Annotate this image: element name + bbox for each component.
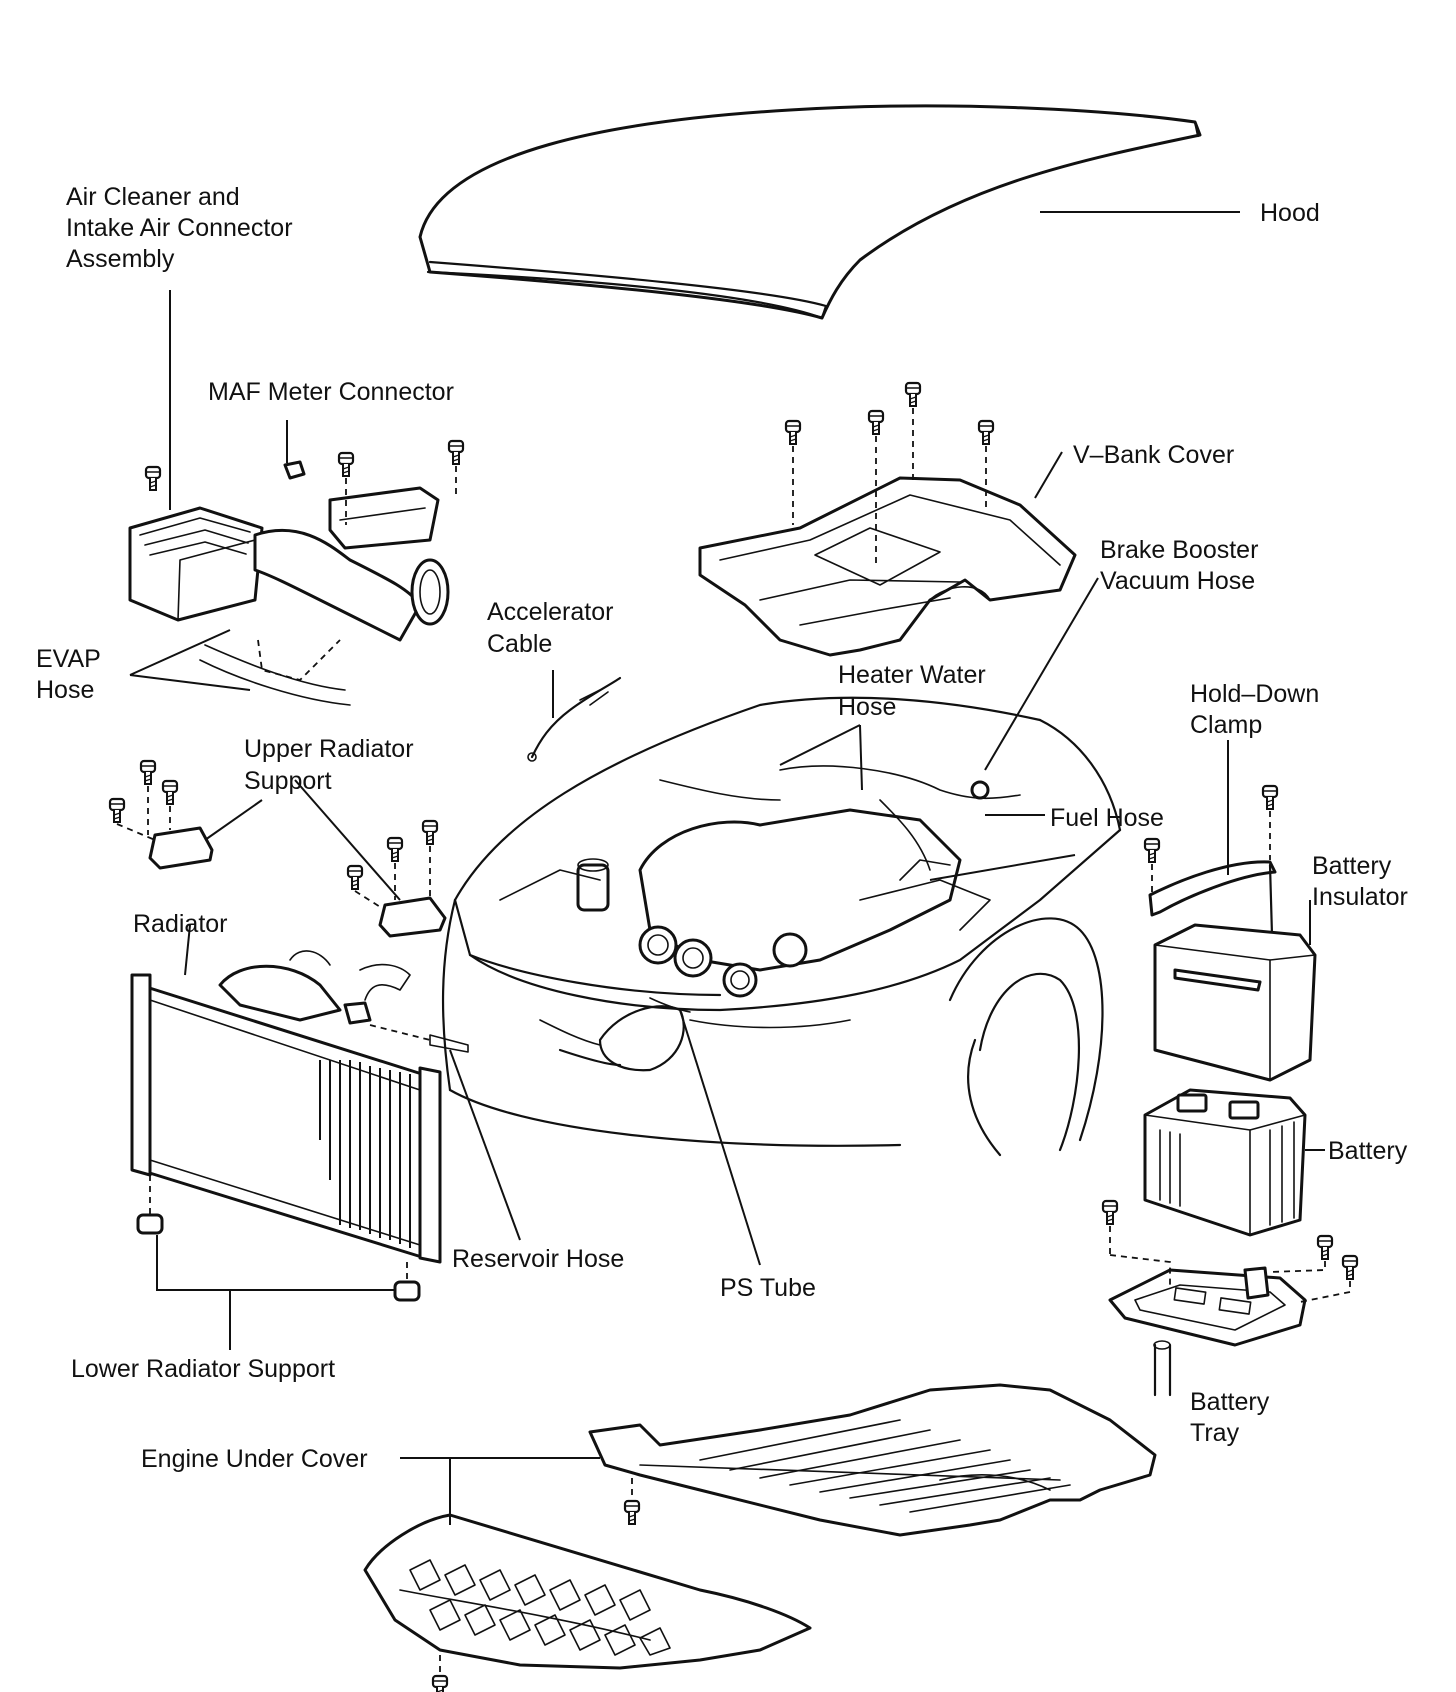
bolt-icon xyxy=(1101,1199,1119,1226)
label-brake-booster-line2: Vacuum Hose xyxy=(1100,567,1255,595)
label-hood: Hood xyxy=(1260,199,1320,227)
bolt-icon xyxy=(784,419,802,446)
battery-tray-part xyxy=(1108,1266,1307,1397)
fuel-hose-leader-2 xyxy=(929,854,1076,881)
air-cleaner-assembly-part xyxy=(128,460,450,706)
label-engine-under-cover: Engine Under Cover xyxy=(141,1445,368,1473)
engine-under-cover-rear-part xyxy=(588,1383,1157,1537)
label-heater-water-line2: Hose xyxy=(838,693,896,721)
upper-support-leader-2 xyxy=(294,779,401,901)
bolt-icon xyxy=(1341,1254,1359,1281)
heater-hose-leader-1 xyxy=(779,724,861,766)
radiator-part xyxy=(130,950,442,1264)
label-ps-tube: PS Tube xyxy=(720,1274,816,1302)
label-upper-radiator-line2: Support xyxy=(244,767,332,795)
label-hold-down-line1: Hold–Down xyxy=(1190,680,1319,708)
label-fuel-hose: Fuel Hose xyxy=(1050,804,1164,832)
label-battery-tray-line1: Battery xyxy=(1190,1388,1270,1416)
bolt-icon xyxy=(1143,837,1161,864)
v-bank-cover-part xyxy=(698,476,1077,657)
ps-tube-leader xyxy=(679,1009,761,1266)
label-accelerator-line2: Cable xyxy=(487,630,552,658)
evap-leader-top xyxy=(129,629,231,676)
reservoir-hose-leader xyxy=(449,1049,521,1241)
bolt-icon xyxy=(904,381,922,408)
v-bank-leader xyxy=(1034,451,1063,499)
accelerator-cable-part xyxy=(527,676,622,762)
label-battery-tray-line2: Tray xyxy=(1190,1419,1240,1447)
bolt-icon xyxy=(346,864,364,891)
bolt-icon xyxy=(139,759,157,786)
evap-leader-bottom xyxy=(129,674,251,691)
label-heater-water-line1: Heater Water xyxy=(838,661,986,689)
bolt-icon xyxy=(977,419,995,446)
bolt-icon xyxy=(1316,1234,1334,1261)
label-air-cleaner-line1: Air Cleaner and xyxy=(66,183,240,211)
upper-radiator-support-part xyxy=(148,826,447,938)
label-air-cleaner-line3: Assembly xyxy=(66,245,175,273)
label-accelerator-line1: Accelerator xyxy=(487,598,613,626)
label-maf-meter-connector: MAF Meter Connector xyxy=(208,378,454,406)
label-evap-line1: EVAP xyxy=(36,645,101,673)
lower-support-leader xyxy=(156,1235,395,1291)
label-reservoir-hose: Reservoir Hose xyxy=(452,1245,624,1273)
bolt-icon xyxy=(867,409,885,436)
label-upper-radiator-line1: Upper Radiator xyxy=(244,735,414,763)
bolt-icon xyxy=(108,797,126,824)
label-battery: Battery xyxy=(1328,1137,1408,1165)
label-battery-insulator-line2: Insulator xyxy=(1312,883,1408,911)
bolt-icon xyxy=(386,836,404,863)
bolt-icon xyxy=(337,451,355,478)
label-battery-insulator-line1: Battery xyxy=(1312,852,1392,880)
label-air-cleaner-line2: Intake Air Connector xyxy=(66,214,293,242)
engine-under-cover-front-part xyxy=(363,1513,812,1670)
hood-part xyxy=(418,104,1202,320)
bolt-icon xyxy=(1261,784,1279,811)
radiator-leader xyxy=(184,924,191,976)
battery-part xyxy=(1143,1088,1307,1237)
label-v-bank-cover: V–Bank Cover xyxy=(1073,441,1234,469)
battery-insulator-part xyxy=(1153,923,1317,1082)
label-radiator: Radiator xyxy=(133,910,228,938)
bolt-icon xyxy=(431,1674,449,1692)
label-lower-radiator-support: Lower Radiator Support xyxy=(71,1355,335,1383)
bolt-icon xyxy=(623,1499,641,1526)
upper-support-leader-1 xyxy=(204,799,263,841)
label-hold-down-line2: Clamp xyxy=(1190,711,1262,739)
heater-hose-leader-2 xyxy=(859,724,863,791)
bolt-icon xyxy=(447,439,465,466)
label-brake-booster-line1: Brake Booster xyxy=(1100,536,1258,564)
label-evap-line2: Hose xyxy=(36,676,94,704)
bolt-icon xyxy=(144,465,162,492)
bolt-icon xyxy=(161,779,179,806)
brake-booster-leader xyxy=(984,577,1099,771)
car-body-engine-bay xyxy=(441,696,1122,1157)
bolt-icon xyxy=(421,819,439,846)
